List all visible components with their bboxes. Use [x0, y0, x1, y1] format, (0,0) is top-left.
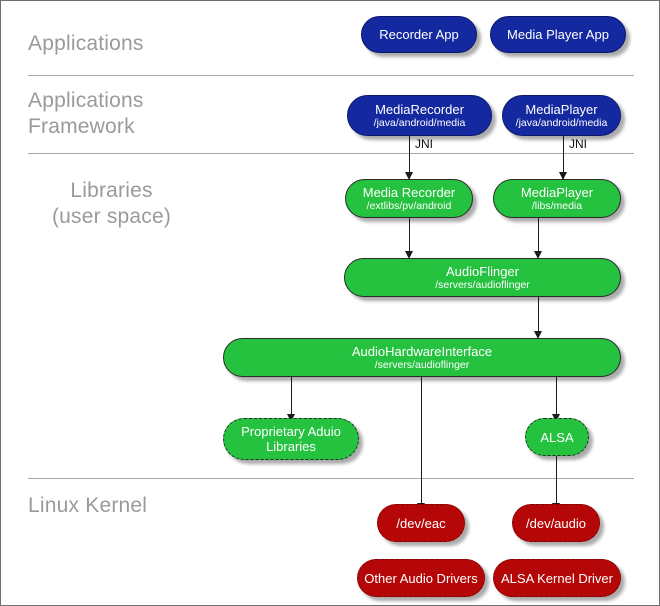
- divider-applications: [28, 75, 634, 76]
- edge-label-jni-right: JNI: [569, 137, 587, 151]
- node-title: MediaPlayer: [520, 185, 594, 200]
- node-title: Proprietary Aduio: [241, 424, 341, 439]
- arrowhead-mediarecorder-jni: [404, 172, 413, 180]
- node-title: ALSA: [540, 429, 574, 445]
- connector-mediarecorder-jni: [409, 136, 410, 179]
- node-subtitle: Libraries: [266, 439, 316, 454]
- node-audiohardwareinterface[interactable]: AudioHardwareInterface /servers/audiofli…: [223, 338, 621, 377]
- arrowhead-mediarecorder-to-audioflinger: [404, 251, 413, 259]
- arrowhead-mediaplayer-jni: [558, 172, 567, 180]
- layer-label-linux-kernel: Linux Kernel: [28, 494, 148, 517]
- node-title: AudioFlinger: [446, 264, 519, 279]
- arrowhead-audioflinger-to-audiohardwareinterface: [533, 331, 542, 339]
- connector-mediaplayer-jni: [563, 136, 564, 179]
- node-dev-eac[interactable]: /dev/eac: [377, 504, 465, 542]
- node-subtitle: /java/android/media: [515, 117, 608, 129]
- node-title: Other Audio Drivers: [364, 570, 478, 586]
- node-title: /dev/audio: [526, 515, 586, 531]
- node-title: /dev/eac: [396, 515, 446, 531]
- node-alsa[interactable]: ALSA: [525, 418, 589, 456]
- node-title: Recorder App: [379, 27, 459, 42]
- layer-label-applications-framework: Applications Framework: [28, 89, 144, 138]
- node-subtitle: /extlibs/pv/android: [366, 200, 452, 212]
- node-recorder-app[interactable]: Recorder App: [361, 16, 477, 53]
- connector-mediarecorder-to-audioflinger: [409, 218, 410, 251]
- node-title: MediaPlayer: [525, 102, 598, 117]
- node-subtitle: /libs/media: [531, 200, 583, 212]
- node-title: MediaRecorder: [375, 102, 464, 117]
- connector-audiohardwareinterface-to-proprietary: [291, 377, 292, 414]
- node-alsa-kernel-driver[interactable]: ALSA Kernel Driver: [493, 559, 621, 597]
- node-media-recorder-library[interactable]: Media Recorder /extlibs/pv/android: [345, 179, 473, 218]
- divider-kernel: [28, 478, 634, 479]
- node-mediarecorder-framework[interactable]: MediaRecorder /java/android/media: [347, 95, 492, 136]
- node-subtitle: /servers/audioflinger: [435, 279, 530, 291]
- connector-alsa-to-dev-audio: [556, 456, 557, 503]
- node-title: Media Player App: [507, 27, 609, 42]
- node-audioflinger[interactable]: AudioFlinger /servers/audioflinger: [344, 258, 621, 297]
- divider-framework: [28, 153, 634, 154]
- connector-audiohardwareinterface-to-alsa: [556, 377, 557, 414]
- node-subtitle: /java/android/media: [373, 117, 466, 129]
- node-proprietary-audio-libraries[interactable]: Proprietary Aduio Libraries: [223, 418, 359, 460]
- node-media-player-app[interactable]: Media Player App: [490, 16, 626, 53]
- node-title: Media Recorder: [362, 185, 456, 200]
- node-title: AudioHardwareInterface: [351, 344, 493, 359]
- connector-audiohardwareinterface-to-dev-eac: [421, 377, 422, 503]
- layer-label-libraries: Libraries (user space): [51, 179, 172, 228]
- connector-mediaplayer-to-audioflinger: [538, 218, 539, 251]
- node-mediaplayer-framework[interactable]: MediaPlayer /java/android/media: [502, 95, 621, 136]
- layer-label-applications: Applications: [28, 32, 144, 55]
- arrowhead-mediaplayer-to-audioflinger: [533, 251, 542, 259]
- connector-audioflinger-to-audiohardwareinterface: [538, 297, 539, 331]
- edge-label-jni-left: JNI: [415, 137, 433, 151]
- node-other-audio-drivers[interactable]: Other Audio Drivers: [357, 559, 485, 597]
- node-dev-audio[interactable]: /dev/audio: [512, 504, 600, 542]
- node-title: ALSA Kernel Driver: [501, 570, 613, 586]
- node-subtitle: /servers/audioflinger: [374, 359, 470, 371]
- node-mediaplayer-library[interactable]: MediaPlayer /libs/media: [493, 179, 621, 218]
